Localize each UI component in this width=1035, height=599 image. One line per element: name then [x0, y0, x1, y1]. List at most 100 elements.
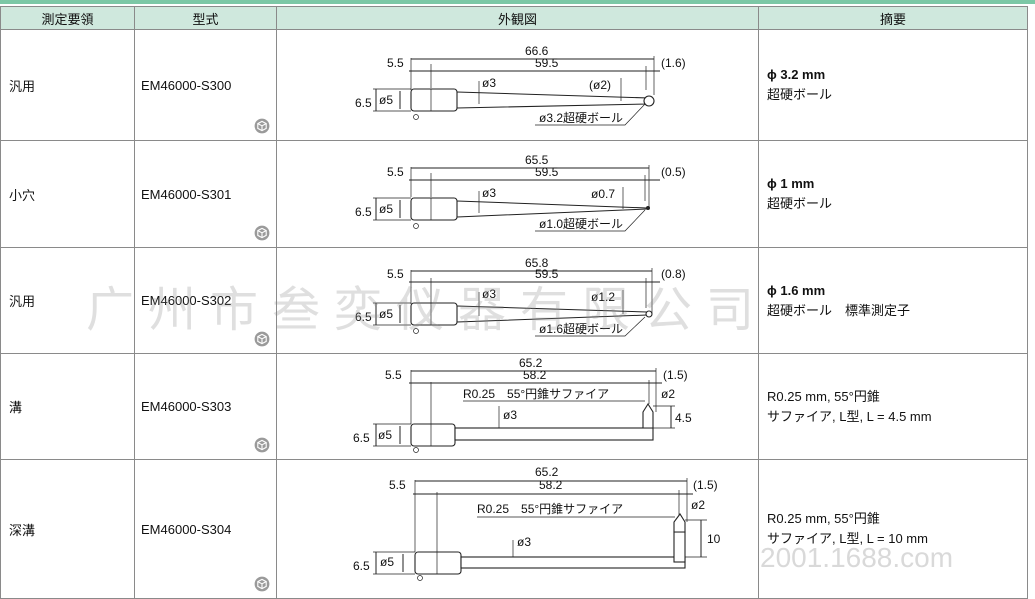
cube-3d-icon[interactable]	[254, 118, 270, 134]
dim-shank: ø5	[380, 555, 394, 569]
cube-3d-icon[interactable]	[254, 576, 270, 592]
dim-ball: (1.5)	[663, 368, 688, 382]
top-accent-line	[0, 0, 1035, 4]
dim-inner: 58.2	[523, 368, 547, 382]
table-row: 小穴 EM46000-S301 65.5 59.5	[0, 140, 1028, 248]
dim-stem: ø3	[482, 76, 496, 90]
model-number: EM46000-S302	[141, 293, 232, 308]
dim-total: 65.5	[525, 153, 549, 167]
stylus-drawing: 65.2 58.2 5.5 (1.5) R0.25 55°円錐サファイア ø2	[353, 356, 692, 453]
dim-inner: 59.5	[535, 267, 559, 281]
mode-cell: 小穴	[0, 140, 135, 248]
summary-cell: ϕ 1.6 mm 超硬ボール 標準測定子	[758, 247, 1028, 354]
model-cell: EM46000-S303	[134, 353, 277, 460]
summary-cell: ϕ 1 mm 超硬ボール	[758, 140, 1028, 248]
model-cell: EM46000-S304	[134, 459, 277, 599]
stylus-drawing: 66.6 59.5 5.5 (1.6)	[355, 44, 686, 126]
dim-total: 65.2	[535, 465, 559, 479]
callout-tip: ø1.0超硬ボール	[539, 216, 623, 231]
summary-cell: ϕ 3.2 mm 超硬ボール	[758, 29, 1028, 141]
stylus-drawing: 65.2 58.2 5.5 (1.5) R0.25 55°円錐サファイア ø2	[353, 465, 721, 581]
figure-cell: 65.2 58.2 5.5 (1.5) R0.25 55°円錐サファイア ø2	[276, 459, 759, 599]
dim-height: 6.5	[353, 431, 370, 445]
model-cell: EM46000-S302	[134, 247, 277, 354]
dim-drop: 10	[707, 532, 721, 546]
dim-offset: 5.5	[389, 478, 406, 492]
summary-line2: サファイア, L型, L = 4.5 mm	[767, 408, 932, 424]
dim-stem: ø3	[482, 287, 496, 301]
dim-neck: ø2	[661, 387, 675, 401]
cube-3d-icon[interactable]	[254, 437, 270, 453]
dim-shank: ø5	[379, 202, 393, 216]
summary-line1: ϕ 3.2 mm	[767, 67, 826, 82]
dim-height: 6.5	[355, 205, 372, 219]
figure-cell: 65.5 59.5 5.5 (0.5) 6.5	[276, 140, 759, 248]
callout-tip: ø1.6超硬ボール	[539, 321, 623, 336]
header-figure: 外観図	[276, 6, 759, 30]
summary-line1: R0.25 mm, 55°円錐	[767, 388, 880, 404]
mode-cell: 溝	[0, 353, 135, 460]
callout-tip: R0.25 55°円錐サファイア	[463, 386, 609, 401]
summary-line1: R0.25 mm, 55°円錐	[767, 511, 880, 526]
callout-tip: ø3.2超硬ボール	[539, 110, 623, 125]
model-number: EM46000-S300	[141, 77, 232, 93]
dim-offset: 5.5	[387, 267, 404, 281]
dim-height: 6.5	[355, 96, 372, 110]
summary-line1: ϕ 1 mm	[767, 176, 815, 191]
table-row: 汎用 EM46000-S302 65.8 59.5	[0, 247, 1028, 354]
figure-cell: 65.2 58.2 5.5 (1.5) R0.25 55°円錐サファイア ø2	[276, 353, 759, 460]
callout-tip: R0.25 55°円錐サファイア	[477, 501, 623, 516]
mode-cell: 深溝	[0, 459, 135, 599]
cube-3d-icon[interactable]	[254, 331, 270, 347]
table-row: 深溝 EM46000-S304 65.2 58.2	[0, 459, 1028, 599]
dim-offset: 5.5	[387, 165, 404, 179]
summary-cell: R0.25 mm, 55°円錐 サファイア, L型, L = 10 mm	[758, 459, 1028, 599]
model-number: EM46000-S301	[141, 186, 232, 202]
stylus-drawing: 65.5 59.5 5.5 (0.5) 6.5	[355, 153, 686, 232]
dim-stem: ø3	[482, 186, 496, 200]
summary-line1: ϕ 1.6 mm	[767, 282, 826, 298]
dim-offset: 5.5	[385, 368, 402, 382]
mode-cell: 汎用	[0, 29, 135, 141]
figure-cell: 66.6 59.5 5.5 (1.6)	[276, 29, 759, 141]
dim-stem: ø3	[503, 408, 517, 422]
summary-cell: R0.25 mm, 55°円錐 サファイア, L型, L = 4.5 mm	[758, 353, 1028, 460]
dim-neck: (ø2)	[589, 78, 611, 92]
dim-stem: ø3	[517, 535, 531, 549]
dim-total: 66.6	[525, 44, 549, 58]
model-cell: EM46000-S301	[134, 140, 277, 248]
dim-ball: (1.5)	[693, 478, 718, 492]
summary-line2: サファイア, L型, L = 10 mm	[767, 531, 928, 546]
model-cell: EM46000-S300	[134, 29, 277, 141]
table-row: 汎用 EM46000-S300 66.6	[0, 29, 1028, 141]
stylus-drawing: 65.8 59.5 5.5 (0.8) 6.5	[355, 256, 686, 337]
dim-shank: ø5	[379, 307, 393, 321]
header-model: 型式	[134, 6, 277, 30]
dim-ball: (0.5)	[661, 165, 686, 179]
dim-offset: 5.5	[387, 56, 404, 70]
dim-neck: ø0.7	[591, 187, 615, 201]
model-number: EM46000-S304	[141, 521, 232, 537]
spec-table: 測定要領 型式 外観図 摘要 汎用 EM46000-S300	[0, 6, 1028, 599]
cube-3d-icon[interactable]	[254, 225, 270, 241]
dim-inner: 59.5	[535, 165, 559, 179]
dim-neck: ø1.2	[591, 290, 615, 304]
header-summary: 摘要	[758, 6, 1028, 30]
dim-ball: (1.6)	[661, 56, 686, 70]
model-number: EM46000-S303	[141, 399, 232, 414]
summary-line2: 超硬ボール	[767, 87, 833, 102]
dim-total: 65.2	[519, 356, 543, 370]
header-mode: 測定要領	[0, 6, 135, 30]
dim-height: 6.5	[353, 559, 370, 573]
dim-shank: ø5	[378, 428, 392, 442]
summary-line2: 超硬ボール 標準測定子	[767, 302, 911, 318]
dim-neck: ø2	[691, 498, 705, 512]
mode-cell: 汎用	[0, 247, 135, 354]
dim-height: 6.5	[355, 310, 372, 324]
table-row: 溝 EM46000-S303 65.2 58.2	[0, 353, 1028, 460]
dim-total: 65.8	[525, 256, 549, 270]
figure-cell: 65.8 59.5 5.5 (0.8) 6.5	[276, 247, 759, 354]
dim-shank: ø5	[379, 93, 393, 107]
table-header-row: 測定要領 型式 外観図 摘要	[0, 6, 1028, 30]
summary-line2: 超硬ボール	[767, 196, 833, 211]
